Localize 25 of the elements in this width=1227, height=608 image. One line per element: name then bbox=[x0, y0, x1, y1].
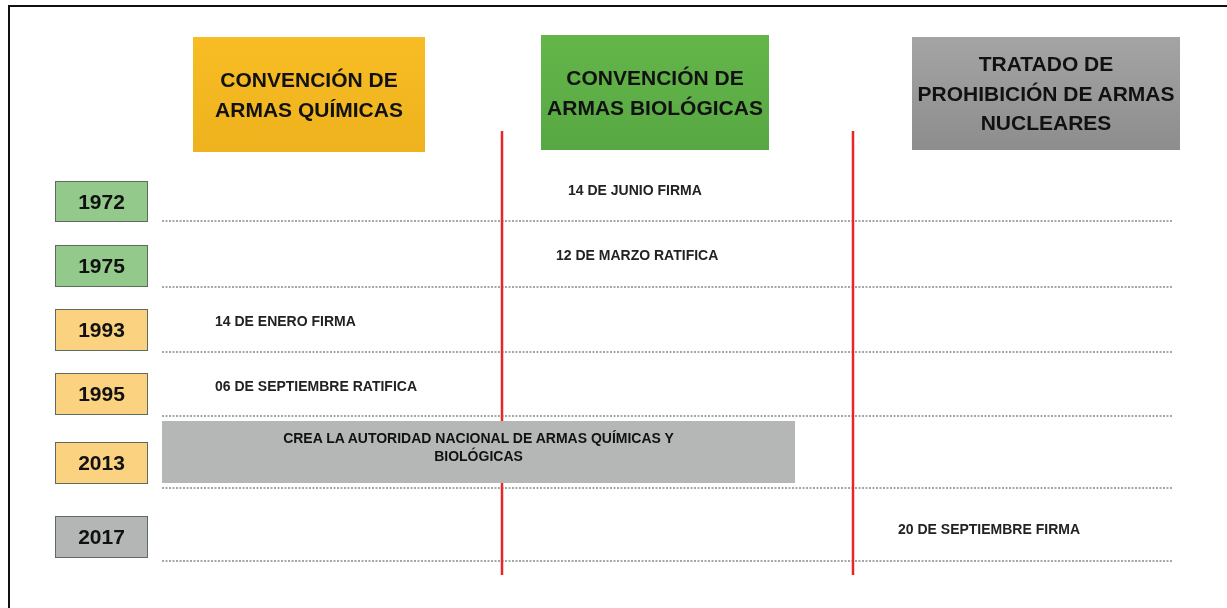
year-label: 1993 bbox=[78, 317, 125, 344]
event-text: 14 DE ENERO FIRMA bbox=[215, 313, 356, 329]
event-text: CREA LA AUTORIDAD NACIONAL DE ARMAS QUÍMICAS Y BIOLÓGICAS bbox=[282, 429, 675, 466]
header-title: CONVENCIÓN DE ARMAS QUÍMICAS bbox=[214, 67, 404, 123]
year-label: 1972 bbox=[78, 188, 125, 215]
year-label: 2013 bbox=[78, 450, 125, 477]
header-box bbox=[541, 35, 769, 150]
event-band bbox=[162, 421, 795, 483]
year-label: 1975 bbox=[78, 253, 125, 280]
year-box bbox=[55, 373, 148, 415]
year-box bbox=[55, 245, 148, 287]
year-box bbox=[55, 309, 148, 351]
event-text: 06 DE SEPTIEMBRE RATIFICA bbox=[215, 378, 417, 394]
header-title: TRATADO DE PROHIBICIÓN DE ARMAS NUCLEARES bbox=[916, 51, 1176, 137]
event-text: 14 DE JUNIO FIRMA bbox=[568, 182, 702, 198]
year-box bbox=[55, 516, 148, 558]
header-title: CONVENCIÓN DE ARMAS BIOLÓGICAS bbox=[546, 65, 764, 121]
header-box bbox=[912, 37, 1180, 150]
year-label: 2017 bbox=[78, 524, 125, 551]
header-box bbox=[193, 37, 425, 152]
event-text: 20 DE SEPTIEMBRE FIRMA bbox=[898, 521, 1081, 537]
event-text: 12 DE MARZO RATIFICA bbox=[556, 247, 719, 263]
year-label: 1995 bbox=[78, 381, 125, 408]
year-box bbox=[55, 181, 148, 222]
year-box bbox=[55, 442, 148, 484]
